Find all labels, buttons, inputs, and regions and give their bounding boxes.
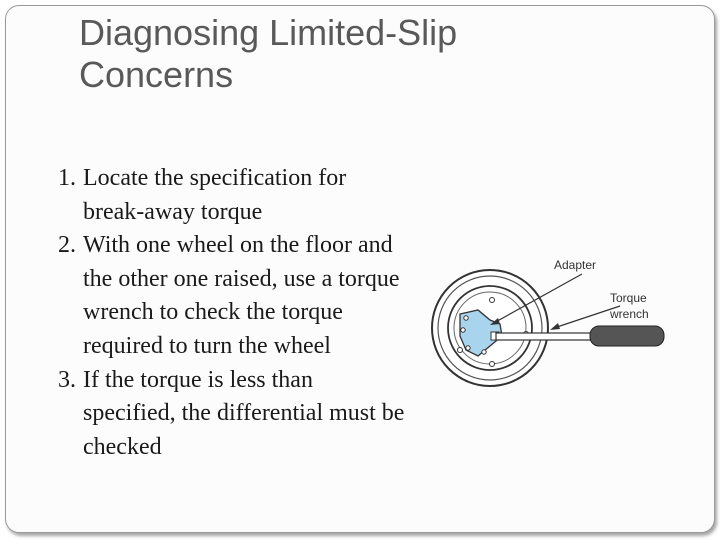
torque-wrench-illustration: Adapter Torque wrench [431,258,665,387]
step-number: 3. [58,366,82,393]
adapter-label: Adapter [554,258,596,272]
step-text: Locate the specification for break-away … [83,165,347,225]
slide-title: Diagnosing Limited-Slip Concerns [79,12,458,95]
torque-wrench [495,325,665,347]
torque-wrench-label-line2: wrench [609,307,649,321]
step-number: 2. [58,232,76,259]
adapter-plate [459,309,503,357]
step-text: With one wheel on the floor and the othe… [83,232,400,359]
slide-frame [5,5,715,533]
step-item: 1. Locate the specification for break-aw… [58,162,408,229]
torque-wrench-label-line1: Torque [610,291,647,305]
step-item: 3. If the torque is less than specified,… [58,364,408,465]
step-text: If the torque is less than specified, th… [83,366,405,460]
leader-lines [490,273,621,330]
step-number: 1. [58,165,82,191]
step-list: 1. Locate the specification for break-aw… [58,162,408,464]
step-item: 2. With one wheel on the floor and the o… [58,229,408,363]
